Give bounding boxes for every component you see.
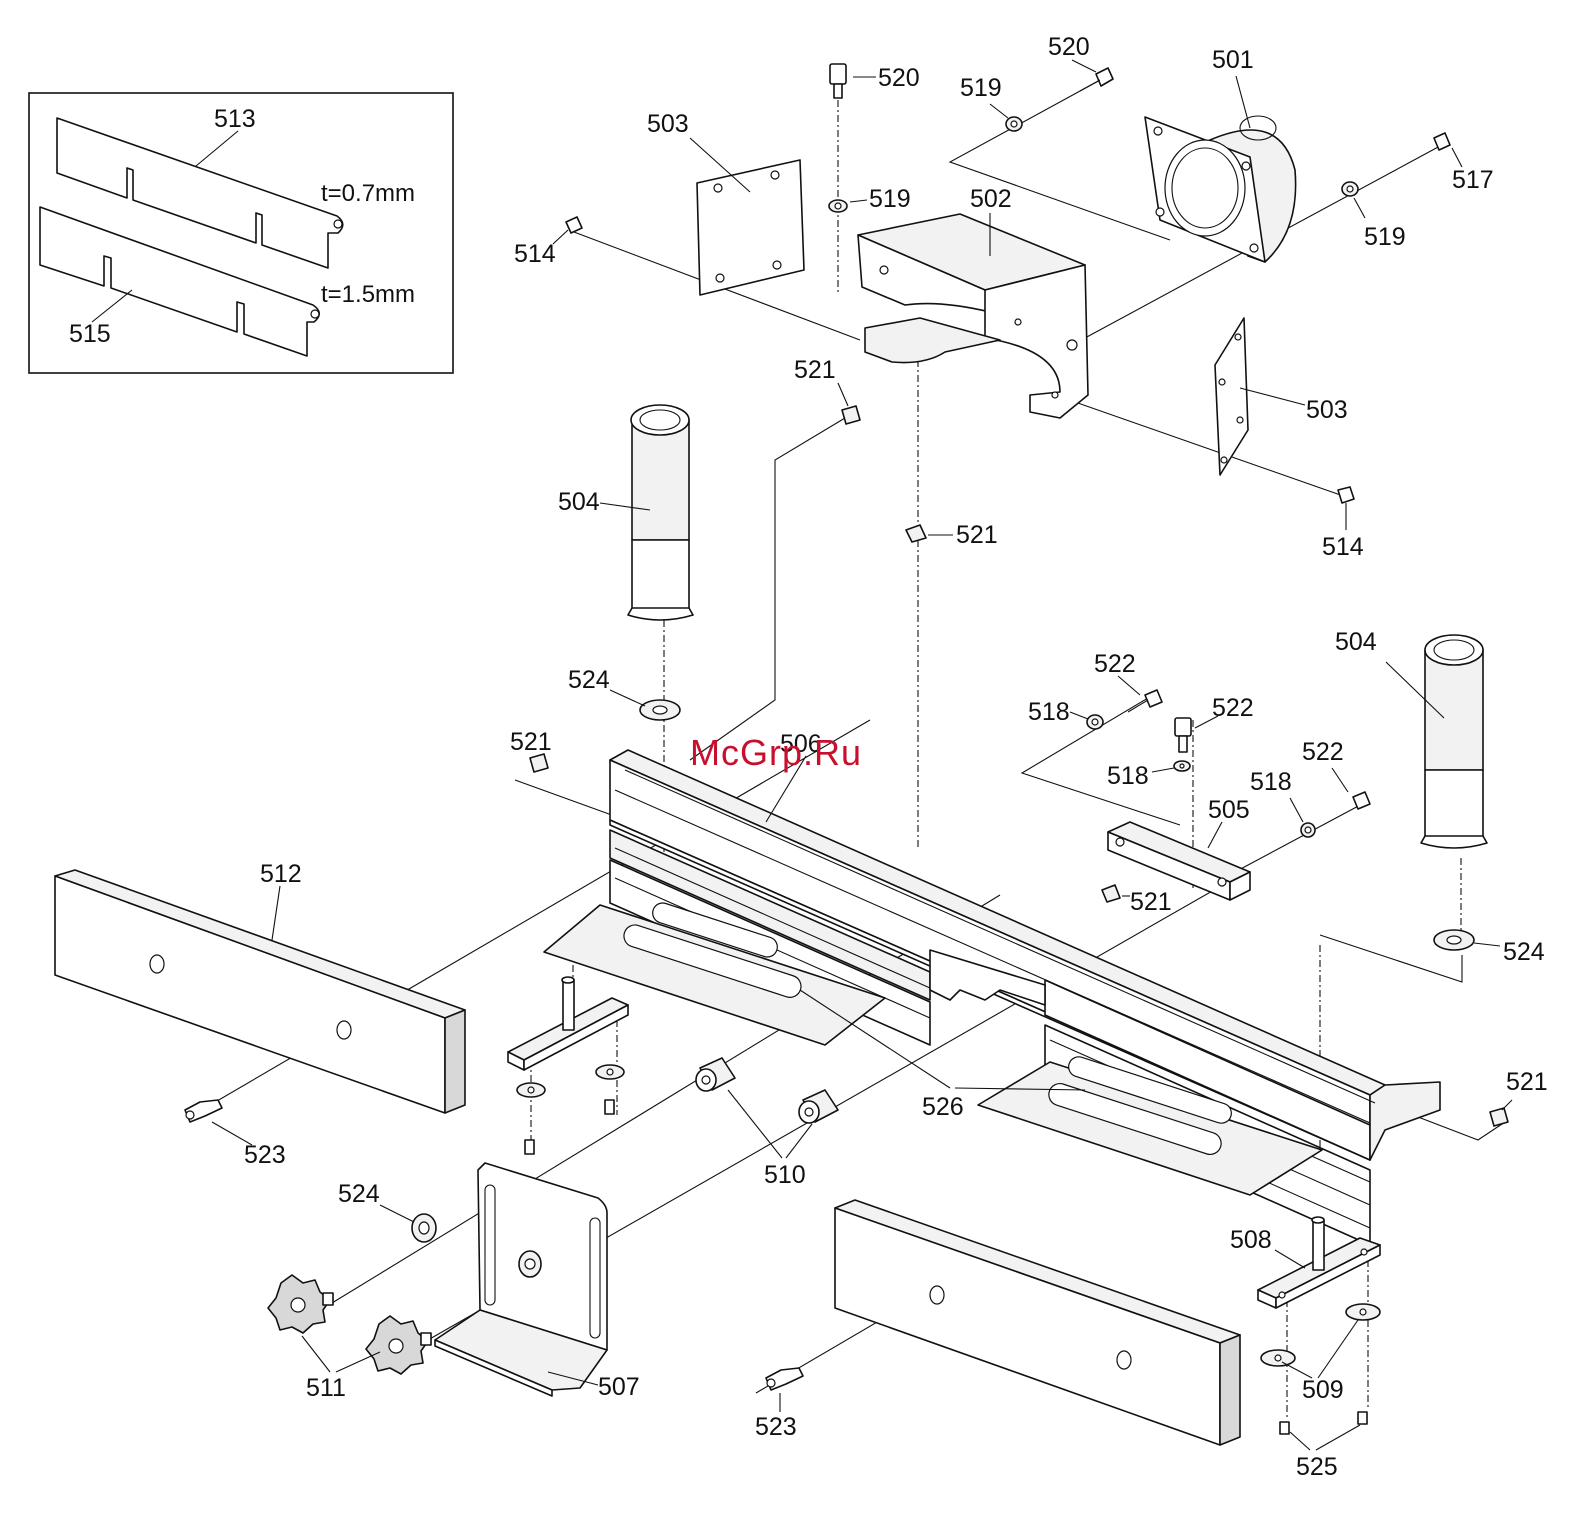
callout-507: 507 — [598, 1373, 640, 1401]
callout-523-a: 523 — [244, 1141, 286, 1169]
callout-501: 501 — [1212, 46, 1254, 74]
callout-517: 517 — [1452, 166, 1494, 194]
callout-521-b: 521 — [956, 521, 998, 549]
part-512-facing-left: 512 — [55, 860, 465, 1113]
callout-521-d: 521 — [510, 728, 552, 756]
callout-513: 513 — [214, 105, 256, 133]
callout-509: 509 — [1302, 1376, 1344, 1404]
callout-519-b: 519 — [869, 185, 911, 213]
part-503-plate-right: 503 — [1215, 318, 1348, 475]
part-508-bracket-left — [508, 977, 628, 1154]
callout-514-b: 514 — [1322, 533, 1364, 561]
callout-522-c: 522 — [1302, 738, 1344, 766]
part-505-connector: 505 — [1108, 796, 1250, 900]
part-510-spacers: 510 — [696, 1058, 838, 1189]
part-511-knobs: 511 — [268, 1275, 431, 1402]
callout-519-c: 519 — [1364, 223, 1406, 251]
callout-510: 510 — [764, 1161, 806, 1189]
watermark: McGrp.Ru — [690, 732, 862, 773]
callout-522-b: 522 — [1212, 694, 1254, 722]
washers-509-screws-525: 509 525 — [1261, 1304, 1380, 1481]
callout-520-b: 520 — [1048, 33, 1090, 61]
callout-518-c: 518 — [1250, 768, 1292, 796]
callout-511: 511 — [306, 1374, 346, 1402]
callout-502: 502 — [970, 185, 1012, 213]
part-512-facing-right — [835, 1200, 1240, 1445]
callout-523-b: 523 — [755, 1413, 797, 1441]
callout-520-a: 520 — [878, 64, 920, 92]
callout-514-a: 514 — [514, 240, 556, 268]
callout-519-a: 519 — [960, 74, 1002, 102]
part-504-handle-left: 504 — [558, 405, 693, 620]
callout-512: 512 — [260, 860, 302, 888]
callout-505: 505 — [1208, 796, 1250, 824]
callout-521-e: 521 — [1506, 1068, 1548, 1096]
shim-plates-inset: 513 515 t=0.7mm t=1.5mm — [29, 93, 453, 373]
callout-518-a: 518 — [1028, 698, 1070, 726]
callout-518-b: 518 — [1107, 762, 1149, 790]
callout-524-b: 524 — [1503, 938, 1545, 966]
callout-521-c: 521 — [1130, 888, 1172, 916]
callout-504-b: 504 — [1335, 628, 1377, 656]
callout-504-a: 504 — [558, 488, 600, 516]
callout-525: 525 — [1296, 1453, 1338, 1481]
callout-521-a: 521 — [794, 356, 836, 384]
part-501-flange: 501 — [1145, 46, 1296, 262]
callout-508: 508 — [1230, 1226, 1272, 1254]
callout-524-a: 524 — [568, 666, 610, 694]
callout-503-b: 503 — [1306, 396, 1348, 424]
part-507-angle-bracket: 507 — [435, 1163, 640, 1401]
part-503-plate-left: 503 — [647, 110, 804, 295]
thickness-label-513: t=0.7mm — [321, 180, 415, 207]
part-504-handle-right: 504 — [1335, 628, 1487, 848]
callout-524-c: 524 — [338, 1180, 380, 1208]
thickness-label-515: t=1.5mm — [321, 281, 415, 308]
callout-515: 515 — [69, 320, 111, 348]
callout-503-a: 503 — [647, 110, 689, 138]
callout-522-a: 522 — [1094, 650, 1136, 678]
part-502-bracket: 502 — [858, 185, 1088, 418]
callout-526: 526 — [922, 1093, 964, 1121]
